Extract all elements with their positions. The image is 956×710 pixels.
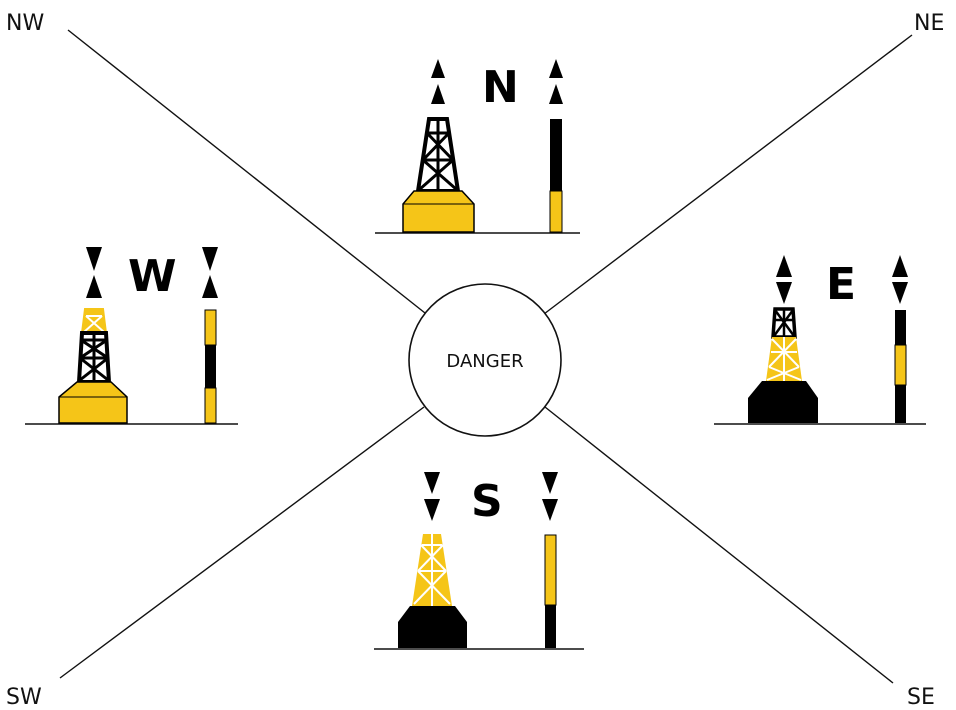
south-mark-group: S [374,472,584,649]
sw-line [60,407,424,678]
east-pole-icon [895,310,906,423]
ne-line [544,35,912,314]
east-buoy-icon [748,309,818,423]
west-buoy-icon [59,309,127,423]
west-pole-topmark-icon [202,247,218,298]
north-letter: N [482,62,519,113]
south-pole-topmark-icon [542,472,558,521]
danger-label: DANGER [446,351,523,372]
west-pole-icon [205,310,216,423]
east-mark-group: E [714,255,926,424]
danger-zone: DANGER [409,284,561,436]
west-mark-group: W [25,247,238,424]
north-pole-icon [550,119,562,232]
south-letter: S [471,476,503,527]
nw-line [68,30,425,313]
east-buoy-topmark-icon [776,255,792,304]
label-nw: NW [6,11,44,36]
label-ne: NE [914,11,944,36]
label-se: SE [907,685,935,710]
se-line [545,407,893,683]
south-buoy-topmark-icon [424,472,440,521]
north-buoy-icon [403,119,474,232]
label-sw: SW [6,685,42,710]
north-buoy-topmark-icon [431,59,445,104]
west-buoy-topmark-icon [86,247,102,298]
north-pole-topmark-icon [549,59,563,104]
east-pole-topmark-icon [892,255,908,304]
south-pole-icon [545,535,556,648]
west-letter: W [128,251,177,302]
south-buoy-icon [398,534,467,648]
north-mark-group: N [375,59,580,233]
east-letter: E [826,259,856,310]
